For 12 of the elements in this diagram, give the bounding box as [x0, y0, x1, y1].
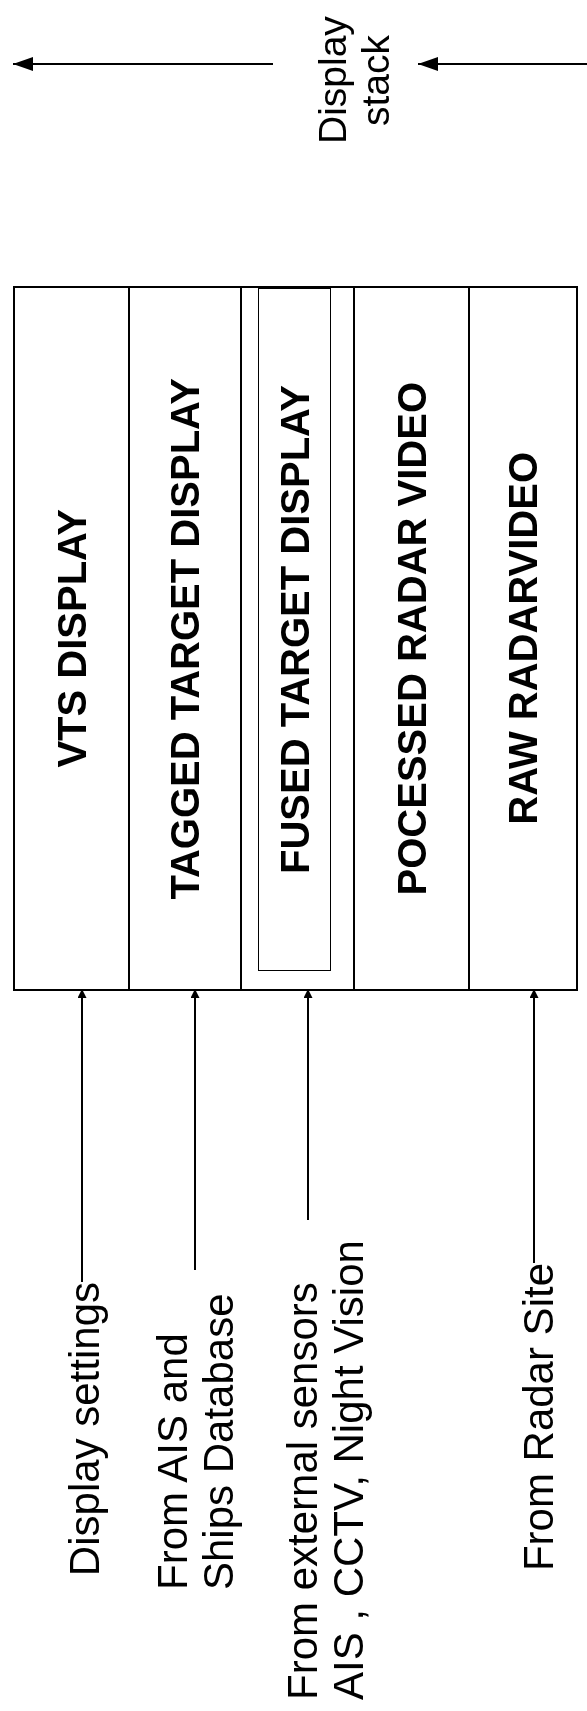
layer-title: FUSED TARGET DISPLAY: [272, 385, 317, 874]
inner-layer-box: [258, 288, 331, 971]
source-label: From external sensors AIS , CCTV, Night Vision: [280, 1220, 373, 1700]
stack-direction-label: Display stack: [312, 15, 398, 146]
layer-title: POCESSED RADAR VIDEO: [389, 381, 434, 896]
layer-title: TAGGED TARGET DISPLAY: [163, 377, 207, 900]
source-label: From Radar Site: [516, 1262, 563, 1571]
layer-title: VTS DISPLAY: [49, 509, 94, 768]
source-label: Display settings: [62, 1281, 109, 1576]
layer-title: RAW RADARVIDEO: [501, 452, 545, 825]
source-label: From AIS and Ships Database: [150, 1270, 243, 1590]
display-stack-box: [13, 286, 578, 991]
